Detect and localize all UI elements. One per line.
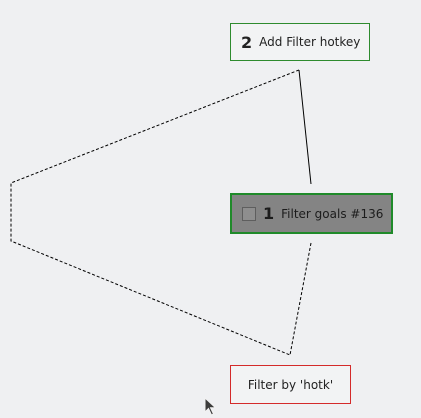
edge-goals-to-filter-dashed [289, 242, 312, 356]
edge-goals-to-add-solid [298, 69, 312, 185]
mouse-cursor-icon [204, 397, 217, 416]
node-number: 2 [241, 32, 253, 52]
node-label: Filter goals #136 [281, 206, 384, 221]
add-filter-hotkey-node[interactable]: 2 Add Filter hotkey [230, 23, 370, 61]
filter-by-node[interactable]: Filter by 'hotk' [230, 365, 351, 404]
node-checkbox[interactable] [242, 206, 256, 221]
node-label: Add Filter hotkey [259, 35, 361, 49]
filter-goals-node[interactable]: 1 Filter goals #136 [230, 193, 393, 234]
node-number: 1 [263, 204, 275, 223]
node-label: Filter by 'hotk' [247, 377, 334, 392]
